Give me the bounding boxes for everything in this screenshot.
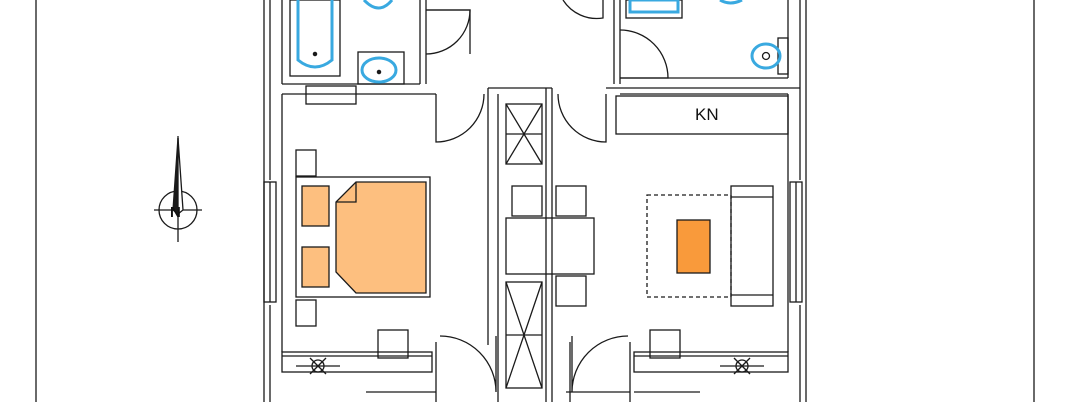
service-shafts	[505, 103, 543, 389]
washbasin-icon	[357, 0, 743, 85]
living-area	[646, 185, 774, 307]
desk-bedroom	[281, 329, 433, 373]
site-boundary	[35, 0, 1035, 402]
north-arrow-icon	[154, 136, 202, 242]
bathtub-icon	[289, 0, 341, 77]
coffee-table	[676, 219, 711, 274]
dining-set	[505, 185, 595, 307]
interior-walls	[281, 0, 800, 402]
toilet-icon	[750, 37, 789, 75]
desk-living	[633, 329, 789, 373]
bed-icon	[295, 149, 431, 327]
windows	[263, 85, 803, 303]
north-label: N	[170, 204, 181, 221]
room-label-kitchen: KN	[695, 105, 719, 124]
kitchen-counter	[615, 95, 789, 135]
door-swing-icon	[425, 0, 669, 393]
ceiling-lamp-icon	[296, 357, 764, 375]
